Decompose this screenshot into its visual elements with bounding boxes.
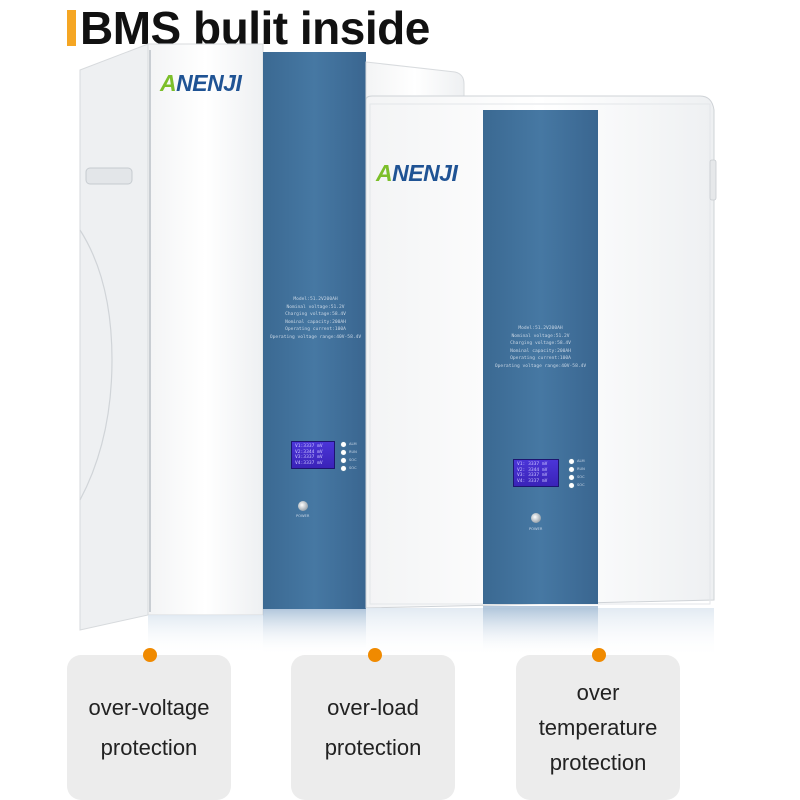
led-icon: [341, 449, 346, 455]
title-accent-bar: [67, 10, 76, 46]
battery-small-status-leds: ALM RUN SOC SOC: [569, 457, 585, 489]
led-icon: [569, 458, 574, 464]
battery-large-power-knob-icon: [298, 501, 308, 511]
led-icon: [341, 457, 346, 463]
feature-card-over-temperature: over temperature protection: [516, 655, 680, 800]
feature-label: over-voltage protection: [88, 694, 210, 760]
battery-large-body: [79, 43, 465, 655]
feature-card-over-voltage: over-voltage protection: [67, 655, 231, 800]
pin-marker-icon: [368, 648, 382, 662]
led-icon: [569, 466, 574, 472]
battery-small-body: [365, 95, 717, 658]
battery-large-status-leds: ALM RUN SOC SOC: [341, 440, 357, 472]
battery-small-knob-label: POWER: [529, 527, 543, 531]
feature-label: over-load protection: [324, 694, 422, 760]
led-icon: [569, 474, 574, 480]
feature-card-over-load: over-load protection: [291, 655, 455, 800]
battery-small-lcd-display: V1: 3337 mV V2: 3344 mV V3: 3337 mV V4: …: [513, 459, 559, 488]
battery-large-logo: ANENJI: [160, 70, 242, 96]
pin-marker-icon: [143, 648, 157, 662]
pin-marker-icon: [592, 648, 606, 662]
battery-small-power-knob-icon: [531, 513, 541, 523]
led-icon: [569, 482, 574, 488]
battery-small-logo: ANENJI: [376, 160, 458, 186]
battery-large-spec-label: Model:51.2V200AH Nominal voltage:51.2V C…: [269, 297, 362, 340]
led-icon: [341, 465, 346, 471]
feature-label: over temperature protection: [538, 680, 658, 775]
battery-small-spec-label: Model:51.2V200AH Nominal voltage:51.2V C…: [494, 326, 587, 369]
battery-large-knob-label: POWER: [296, 514, 310, 518]
battery-large-lcd-display: V1:3337 mV V2:3344 mV V3:3337 mV V4:3337…: [291, 441, 335, 470]
led-icon: [341, 441, 346, 447]
